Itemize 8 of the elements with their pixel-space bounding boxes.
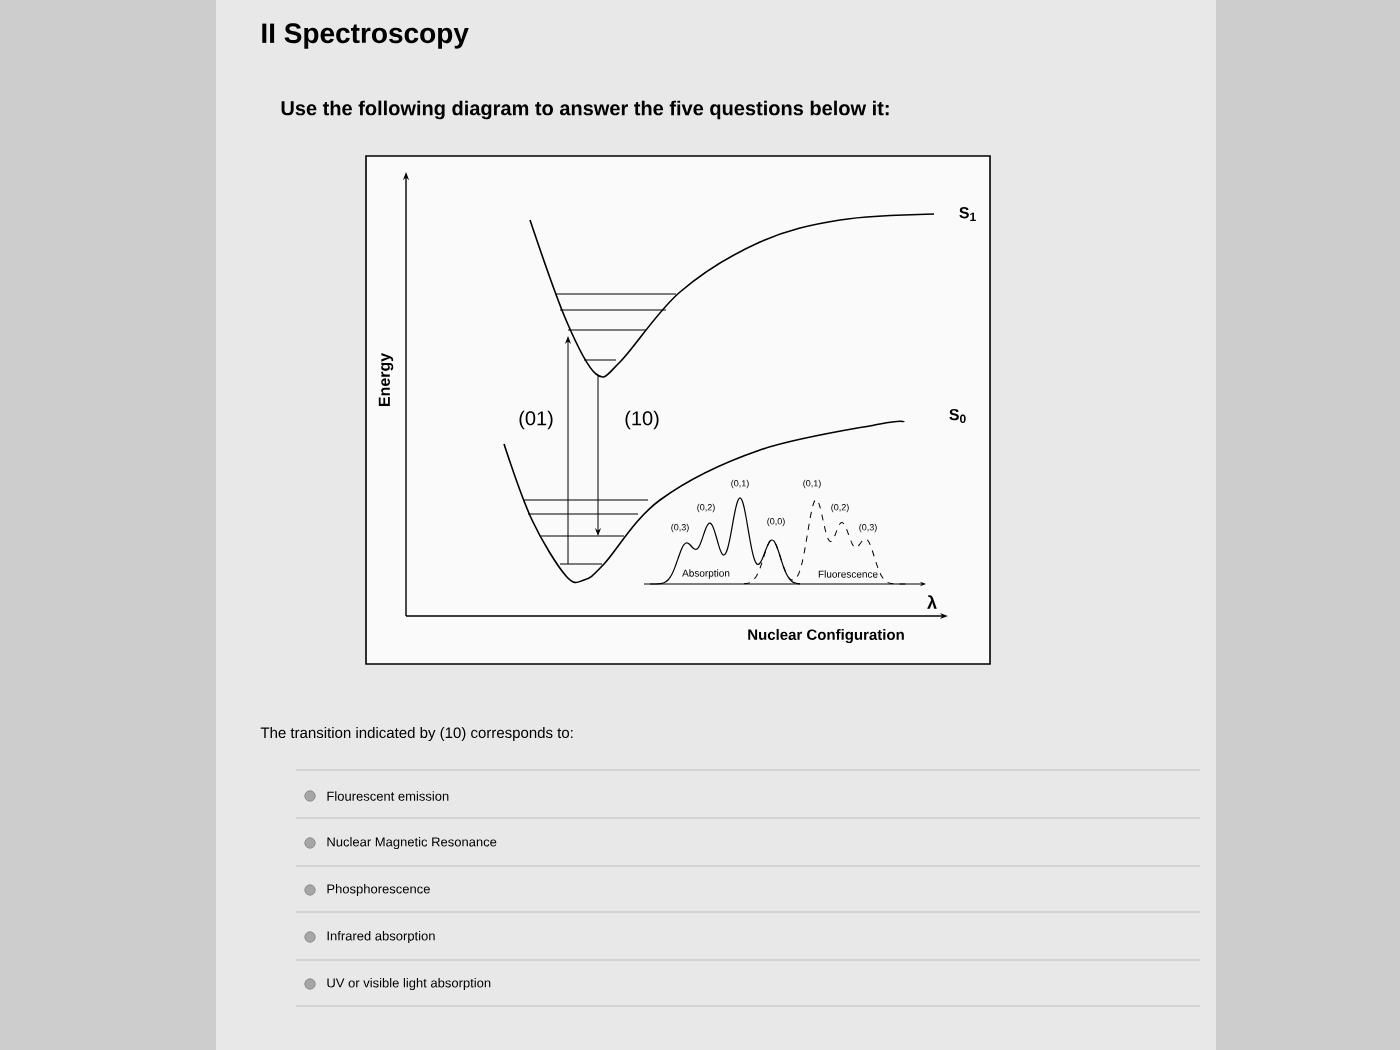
transition-label: (01) [519,410,553,430]
transition-label: (10) [625,410,659,430]
curve-label: S$_{1}$ [959,207,976,221]
page-title: II Spectroscopy [262,23,469,49]
curve-label: S$_{0}$ [949,408,966,424]
axis-label: Energy [378,352,394,407]
axis-label: λ [927,595,937,609]
instruction-text: Use the following diagram to answer the five questions below it: [281,100,889,120]
